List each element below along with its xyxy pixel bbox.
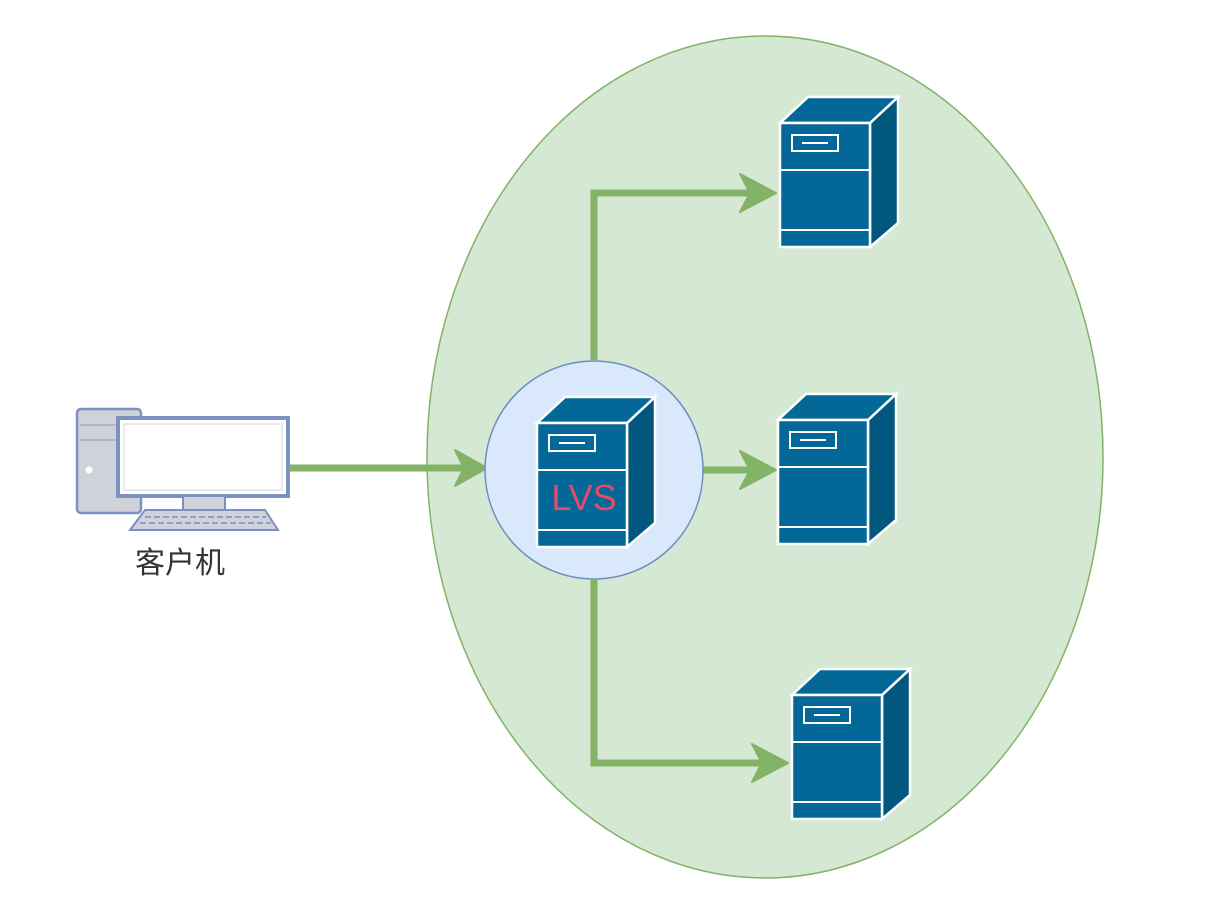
lvs-to-server-1-arrow [590, 189, 752, 360]
server-icon [535, 395, 657, 549]
backend-server-2[interactable] [776, 392, 898, 546]
server-icon [776, 392, 898, 546]
backend-server-3[interactable] [790, 667, 912, 821]
lvs-to-server-3-arrow [590, 580, 765, 767]
server-icon [790, 667, 912, 821]
server-icon [778, 95, 900, 249]
connectors [288, 189, 765, 767]
lvs-label: LVS [551, 477, 616, 518]
client-node[interactable]: 客户机 [75, 407, 290, 581]
arrowheads [454, 173, 789, 783]
arrowhead-server-2 [739, 450, 777, 490]
arrowhead-server-3 [751, 743, 789, 783]
lvs-node[interactable]: LVS [484, 360, 704, 580]
desktop-computer-icon [75, 407, 290, 531]
arrowhead-lvs [454, 449, 488, 487]
arrowhead-server-1 [739, 173, 777, 213]
backend-server-1[interactable] [778, 95, 900, 249]
client-label: 客户机 [135, 546, 225, 581]
